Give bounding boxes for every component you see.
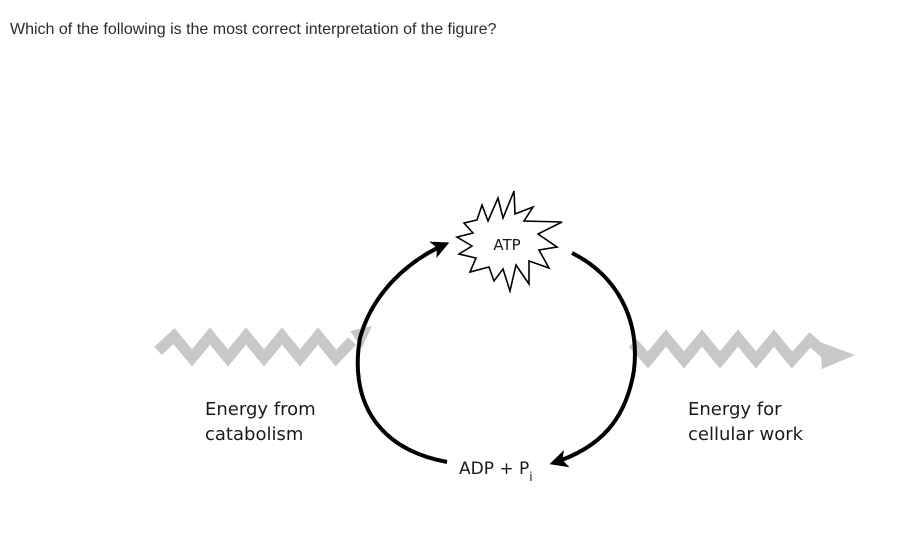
adp-label: ADP + Pi bbox=[459, 459, 533, 484]
catabolism-energy-wave bbox=[154, 326, 372, 367]
catabolism-label-line1: Energy from bbox=[205, 399, 316, 420]
catabolism-label-line2: catabolism bbox=[205, 424, 303, 445]
cellular-work-energy-wave bbox=[628, 329, 855, 369]
hydrolysis-arrow bbox=[549, 251, 637, 468]
adp-main-text: ADP + P bbox=[459, 459, 529, 479]
cellular-work-label-line1: Energy for bbox=[688, 399, 782, 420]
cycle-arrows bbox=[355, 241, 637, 468]
atp-label: ATP bbox=[493, 236, 520, 254]
question-text: Which of the following is the most corre… bbox=[10, 21, 497, 38]
cellular-work-label-line2: cellular work bbox=[688, 424, 804, 445]
adp-subscript: i bbox=[529, 470, 532, 484]
synthesis-arrow bbox=[355, 241, 450, 464]
atp-starburst bbox=[454, 190, 563, 295]
